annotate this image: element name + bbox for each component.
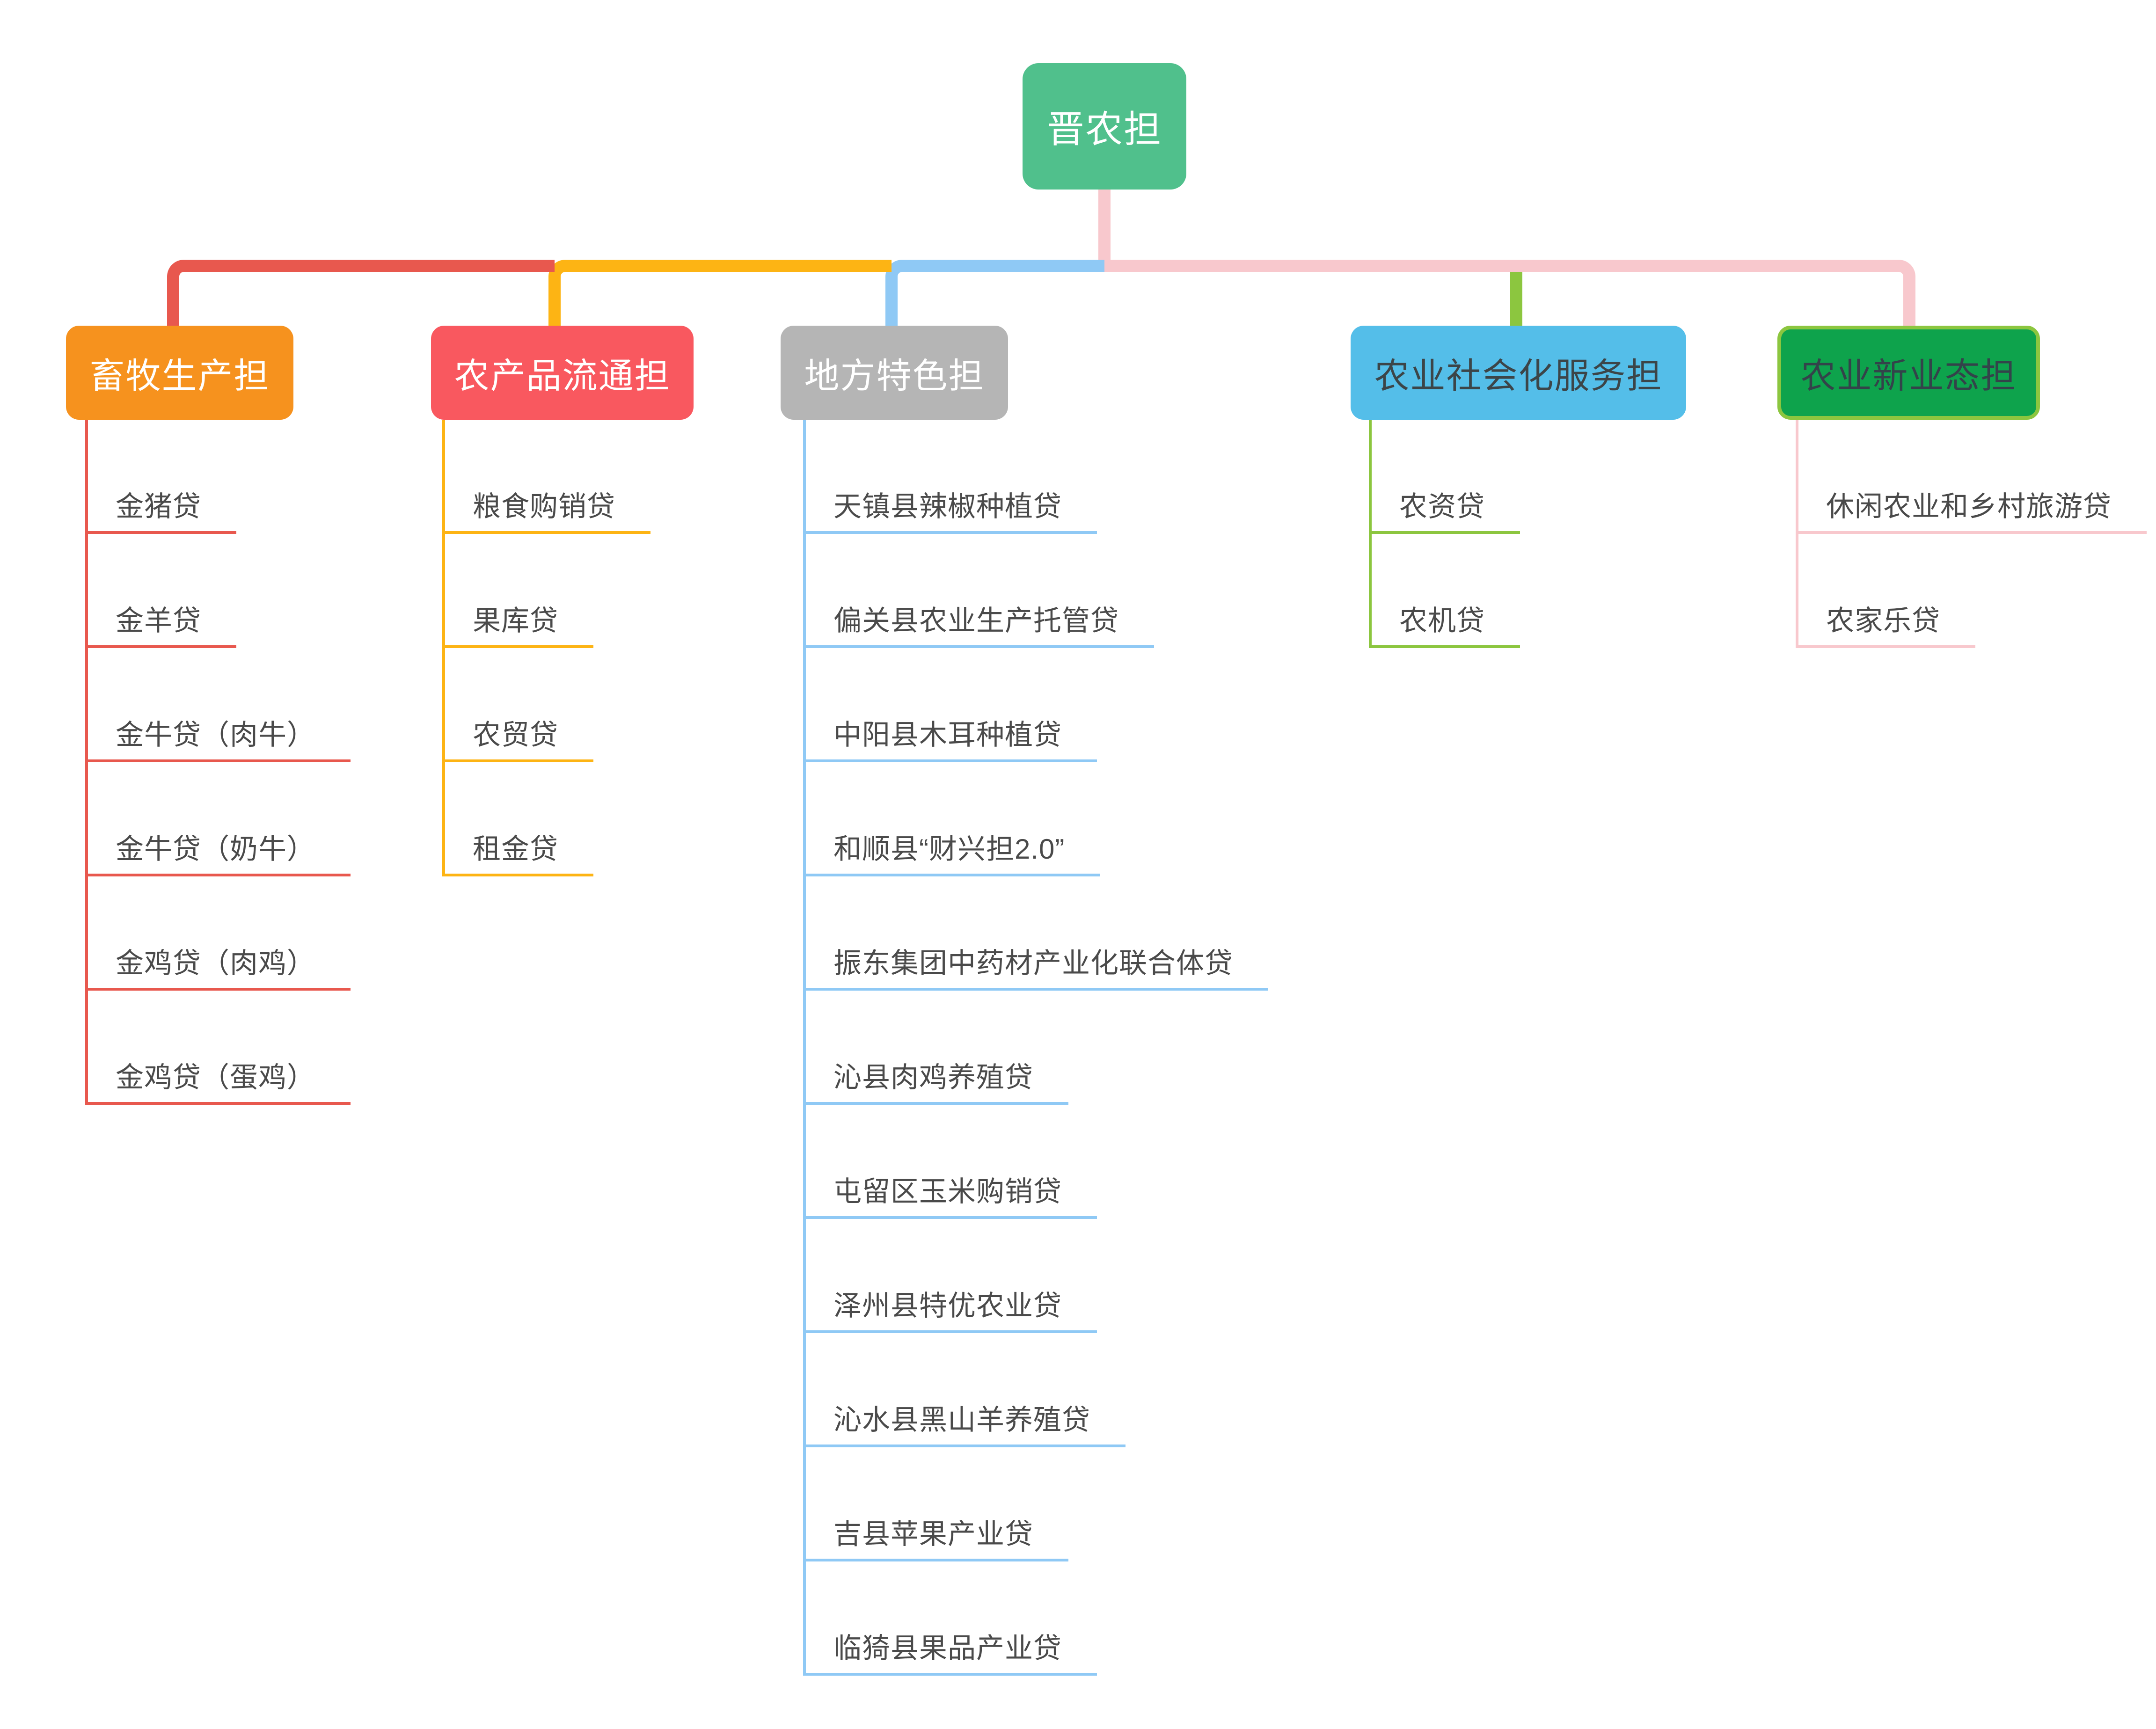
leaf-node[interactable]: 振东集团中药材产业化联合体贷: [803, 936, 1268, 991]
leaf-node[interactable]: 金牛贷（奶牛）: [85, 822, 351, 876]
leaf-node[interactable]: 金鸡贷（蛋鸡）: [85, 1051, 351, 1105]
leaf-node[interactable]: 临猗县果品产业贷: [803, 1621, 1097, 1676]
branch-spine-local-specialty: [803, 420, 806, 1676]
branch-node-livestock[interactable]: 畜牧生产担: [66, 326, 293, 420]
leaf-node[interactable]: 泽州县特优农业贷: [803, 1279, 1097, 1333]
leaf-node[interactable]: 金牛贷（肉牛）: [85, 708, 351, 762]
leaf-node[interactable]: 金羊贷: [85, 594, 236, 648]
leaf-node[interactable]: 农机贷: [1369, 594, 1520, 648]
root-node[interactable]: 晋农担: [1023, 63, 1186, 190]
leaf-node[interactable]: 金鸡贷（肉鸡）: [85, 936, 351, 991]
leaf-node[interactable]: 农家乐贷: [1796, 594, 1975, 648]
leaf-node[interactable]: 农资贷: [1369, 480, 1520, 534]
root-stem-connector: [1098, 187, 1111, 272]
branch-connector-circulation: [548, 260, 892, 326]
branch-connector-new-business: [1104, 260, 1915, 326]
branch-connector-local-specialty: [885, 260, 1104, 326]
leaf-node[interactable]: 金猪贷: [85, 480, 236, 534]
leaf-node[interactable]: 果库贷: [442, 594, 593, 648]
branch-spine-new-business: [1796, 420, 1798, 648]
leaf-node[interactable]: 休闲农业和乡村旅游贷: [1796, 480, 2147, 534]
branch-node-new-business[interactable]: 农业新业态担: [1777, 326, 2040, 420]
branch-node-agri-service[interactable]: 农业社会化服务担: [1351, 326, 1686, 420]
leaf-node[interactable]: 偏关县农业生产托管贷: [803, 594, 1154, 648]
branch-node-circulation[interactable]: 农产品流通担: [431, 326, 694, 420]
leaf-node[interactable]: 沁水县黑山羊养殖贷: [803, 1393, 1126, 1447]
branch-spine-agri-service: [1369, 420, 1372, 648]
leaf-node[interactable]: 吉县苹果产业贷: [803, 1507, 1068, 1561]
branch-connector-agri-service: [1510, 262, 1522, 326]
branch-spine-circulation: [442, 420, 445, 876]
leaf-node[interactable]: 和顺县“财兴担2.0”: [803, 822, 1100, 876]
leaf-node[interactable]: 农贸贷: [442, 708, 593, 762]
leaf-node[interactable]: 租金贷: [442, 822, 593, 876]
leaf-node[interactable]: 天镇县辣椒种植贷: [803, 480, 1097, 534]
branch-node-local-specialty[interactable]: 地方特色担: [781, 326, 1008, 420]
leaf-node[interactable]: 屯留区玉米购销贷: [803, 1165, 1097, 1219]
leaf-node[interactable]: 粮食购销贷: [442, 480, 650, 534]
leaf-node[interactable]: 沁县肉鸡养殖贷: [803, 1051, 1068, 1105]
branch-connector-livestock: [167, 260, 555, 326]
branch-spine-livestock: [85, 420, 88, 1105]
leaf-node[interactable]: 中阳县木耳种植贷: [803, 708, 1097, 762]
